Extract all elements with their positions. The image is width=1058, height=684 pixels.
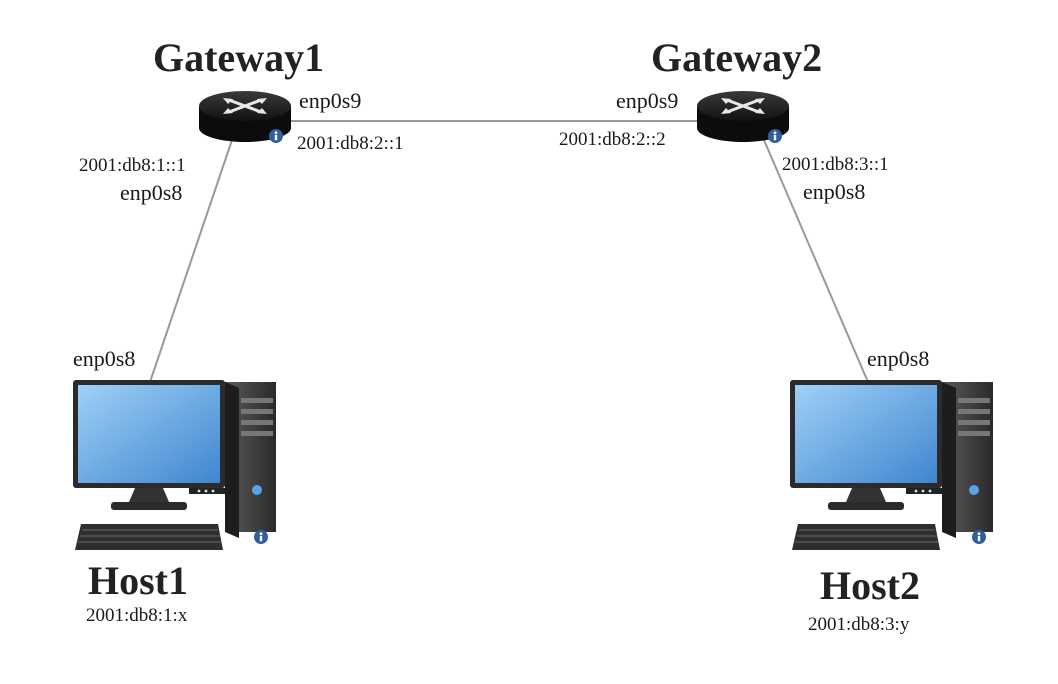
link-gateway2-host2 — [763, 139, 869, 383]
gateway1-info-icon[interactable] — [269, 129, 283, 143]
gateway2-enp0s9-address: 2001:db8:2::2 — [559, 129, 666, 150]
host1-title: Host1 — [88, 558, 188, 603]
gateway1-enp0s8-address: 2001:db8:1::1 — [79, 155, 186, 176]
host2-info-icon[interactable] — [972, 530, 986, 544]
host2-computer-icon[interactable] — [789, 379, 994, 551]
gateway2-enp0s9-label: enp0s9 — [616, 88, 679, 113]
gateway1-title: Gateway1 — [153, 35, 325, 80]
host1-enp0s8-label: enp0s8 — [73, 346, 136, 371]
gateway2-info-icon[interactable] — [768, 129, 782, 143]
gateway2-enp0s8-label: enp0s8 — [803, 179, 866, 204]
host1-computer-icon[interactable] — [72, 379, 277, 551]
host1-address: 2001:db8:1:x — [86, 605, 188, 626]
gateway2-title: Gateway2 — [651, 35, 823, 80]
host1-info-icon[interactable] — [254, 530, 268, 544]
gateway1-enp0s9-address: 2001:db8:2::1 — [297, 133, 404, 154]
host2-address: 2001:db8:3:y — [808, 614, 910, 635]
gateway2-enp0s8-address: 2001:db8:3::1 — [782, 154, 889, 175]
host2-title: Host2 — [820, 563, 920, 608]
gateway1-enp0s9-label: enp0s9 — [299, 88, 362, 113]
link-gateway1-host1 — [149, 139, 233, 383]
gateway1-enp0s8-label: enp0s8 — [120, 180, 183, 205]
host2-enp0s8-label: enp0s8 — [867, 346, 930, 371]
